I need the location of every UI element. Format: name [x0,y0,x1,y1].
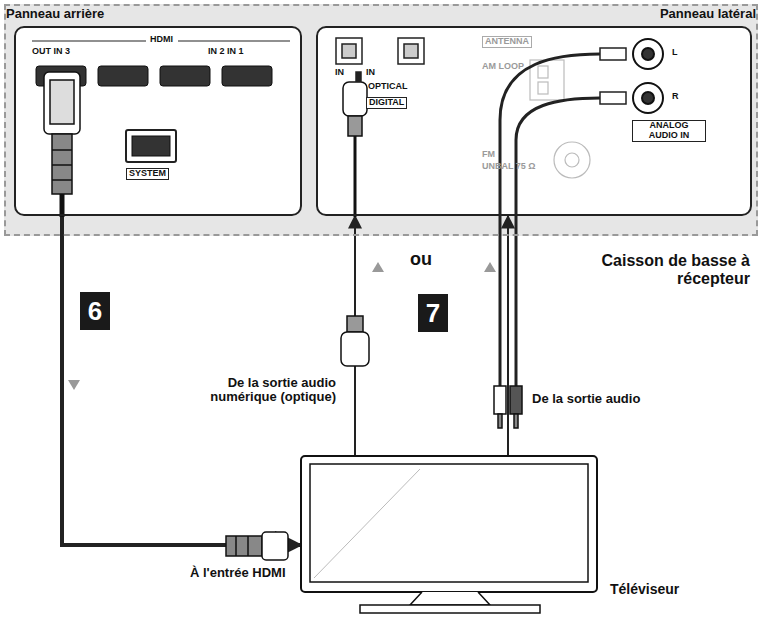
port-label: IN [335,68,344,78]
panel-ground [14,26,302,216]
port-label: ANALOG AUDIO IN [632,120,706,142]
television: Téléviseur [300,455,600,625]
separator-word: ou [410,250,432,270]
node-title: Caisson de basse à récepteur [580,252,750,289]
cable-label: De la sortie audio [532,392,640,406]
connector-group-label: HDMI [150,35,173,45]
channel-label: R [672,92,679,102]
rca-cables [500,48,626,386]
cable-connector [507,216,509,455]
channel-label: L [672,48,678,58]
port-label: ANTENNA [482,36,532,48]
region-ground [4,4,758,236]
callout-number: 7 [418,294,448,332]
cable-label: De la sortie audio numérique (optique) [166,376,336,405]
optical-ports [336,38,424,81]
port-label: SYSTEM [126,168,169,180]
rca-jacks [633,39,663,113]
panel-ground [316,26,752,216]
node-title: Panneau arrière [6,6,104,21]
cable-label: À l'entrée HDMI [190,566,286,580]
port-label: FM [482,150,495,160]
port-label: UNBAL 75 Ω [482,162,536,172]
node-title: Panneau latéral [660,6,756,21]
direction-triangles [68,262,496,390]
hdmi-plug-tv [226,532,288,560]
rca-plugs [494,386,522,428]
tv-outline [300,455,600,625]
port-label: AM LOOP [482,62,524,72]
port-label: IN 2 IN 1 [208,47,244,57]
antenna-block [530,60,590,178]
port-label: IN [366,68,375,78]
node-title: Téléviseur [610,581,679,597]
port-label: OUT IN 3 [32,47,70,57]
hdmi-plug-rear [44,72,80,217]
port-label: DIGITAL [366,97,407,109]
callout-number: 6 [80,292,110,330]
port-label: OPTICAL [368,82,408,92]
optical-plugs [341,82,369,366]
